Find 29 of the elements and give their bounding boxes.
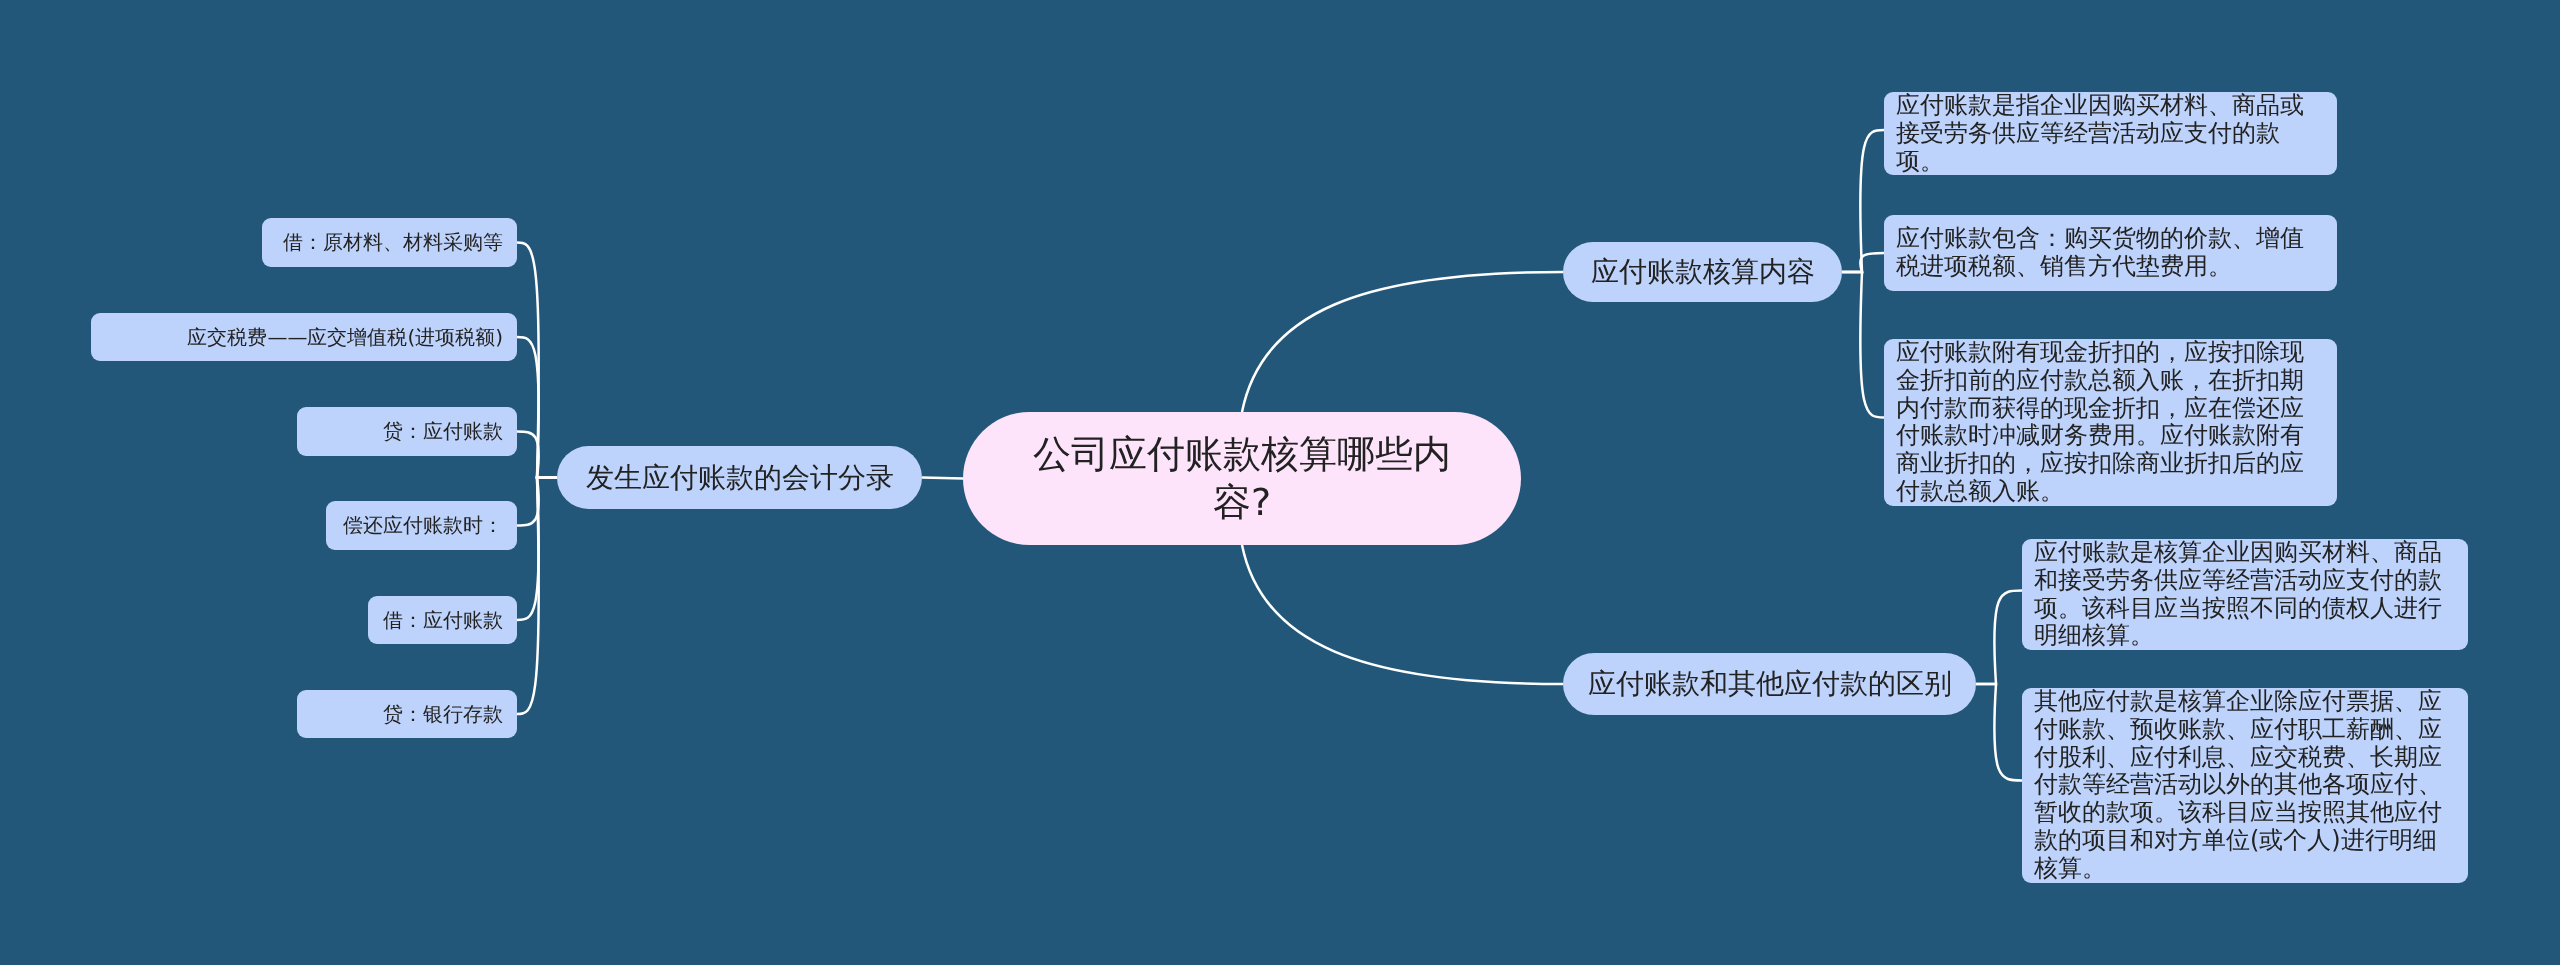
- connector-line: [516, 476, 557, 716]
- node-text: 应付账款包含：购买货物的价款、增值税进项税额、销售方代垫费用。: [1896, 225, 2305, 281]
- connector-line: [921, 476, 964, 480]
- entry-card: [91, 313, 517, 361]
- connector-line: [1240, 544, 1564, 686]
- node-text: 贷：银行存款: [383, 700, 503, 728]
- connector-line: [1976, 682, 2022, 782]
- node-text: 贷：应付账款: [383, 418, 503, 445]
- node-text: 应付账款和其他应付款的区别: [1587, 666, 1952, 702]
- node-text: 应付账款核算内容: [1590, 254, 1815, 290]
- node-text: 偿还应付账款时：: [343, 512, 503, 539]
- entry-card: [297, 690, 517, 738]
- node-text: 应付账款是指企业因购买材料、商品或接受劳务供应等经营活动应支付的款项。: [1896, 92, 2305, 176]
- node-text: 应付账款附有现金折扣的，应按扣除现金折扣前的应付款总额入账，在折扣期内付款而获得的现金折扣，应在偿还应付账款时冲减财务费用。应付账款附有商业折扣的，应按扣除商业折扣后的应付款总额入账。: [1896, 339, 2305, 506]
- node-text: 发生应付账款的会计分录: [585, 459, 894, 496]
- node-text: 借：原材料、材料采购等: [283, 229, 503, 256]
- entry-card: [262, 218, 517, 267]
- node-text: 公司应付账款核算哪些内容?: [1032, 431, 1452, 526]
- node-text: 借：应付账款: [383, 606, 503, 634]
- branch-pill: [1563, 242, 1842, 302]
- node-text: 应付账款是核算企业因购买材料、商品和接受劳务供应等经营活动应支付的款项。该科目应当按照不同的债权人进行明细核算。: [2034, 539, 2443, 651]
- entry-card: [326, 501, 517, 550]
- entry-card: [297, 407, 517, 456]
- entry-card: [368, 596, 517, 644]
- connector-line: [1842, 270, 1885, 419]
- node-text: 应交税费——应交增值税(进项税额): [187, 323, 503, 351]
- connector-line: [1240, 270, 1564, 413]
- note-card: [1884, 215, 2337, 291]
- node-text: 其他应付款是核算企业除应付票据、应付账款、预收账款、应付职工薪酬、应付股利、应付利息、应交税费、长期应付款等经营活动以外的其他各项应付、暂收的款项。该科目应当按照其他应付款的项目和对方单位(或个人)进行明细核算。: [2034, 688, 2443, 883]
